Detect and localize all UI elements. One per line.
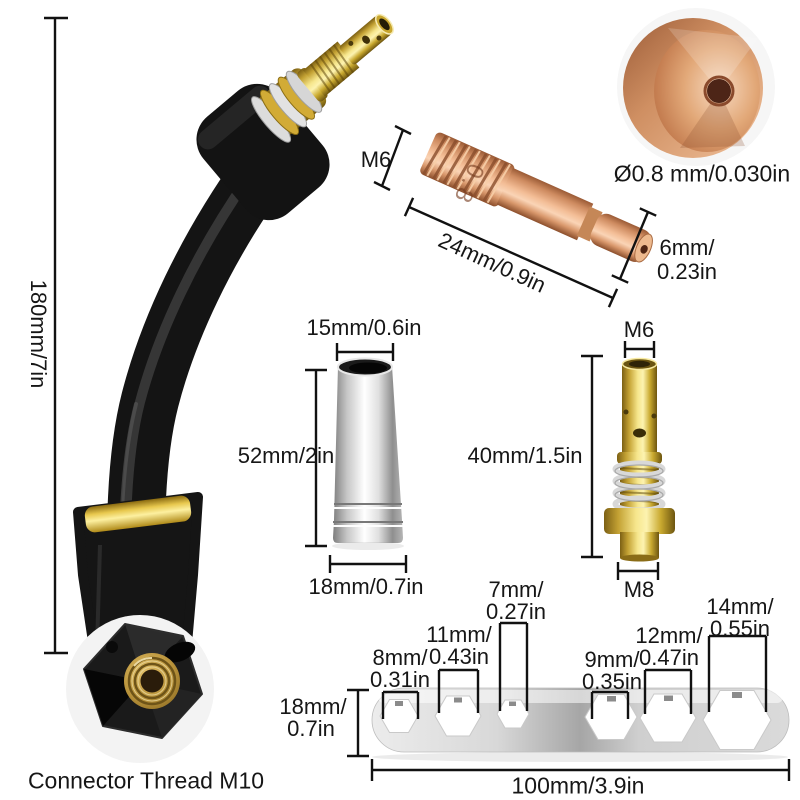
connector-closeup bbox=[66, 615, 214, 763]
thread-label-m6-diffuser: M6 bbox=[623, 317, 655, 342]
dim-label-hole5-2: 0.47in bbox=[639, 645, 699, 670]
dim-label-nozzle-length: 52mm/2in bbox=[237, 443, 335, 468]
thread-label-m8-diffuser: M8 bbox=[623, 577, 655, 602]
dim-label-hole1-2: 0.31in bbox=[370, 667, 430, 692]
dim-label-hole2-1: 11mm/ bbox=[426, 622, 492, 647]
wrench-hex-holes bbox=[379, 690, 772, 750]
dim-label-hole4-1: 9mm/ bbox=[584, 647, 640, 672]
dim-label-wrench-height-1: 18mm/ bbox=[279, 694, 347, 719]
dim-label-diffuser-length: 40mm/1.5in bbox=[467, 443, 583, 468]
dim-label-tip-dia-1: 6mm/ bbox=[659, 235, 715, 260]
dim-label-hole5-1: 12mm/ bbox=[635, 623, 703, 648]
dim-label-nozzle-bottom: 18mm/0.7in bbox=[308, 574, 424, 599]
dim-label-nozzle-top: 15mm/0.6in bbox=[306, 315, 422, 340]
dim-label-tip-bore: Ø0.8 mm/0.030in bbox=[613, 160, 791, 187]
dim-label-hole4-2: 0.35in bbox=[582, 669, 642, 694]
thread-label-m6-tip: M6 bbox=[360, 147, 392, 172]
nozzle-illustration bbox=[332, 357, 404, 550]
dim-label-hole3-2: 0.27in bbox=[486, 599, 546, 624]
diffuser-illustration bbox=[604, 357, 675, 562]
dim-label-hole1-1: 8mm/ bbox=[372, 645, 428, 670]
connector-thread-label: Connector Thread M10 bbox=[27, 767, 265, 794]
dim-label-wrench-height-2: 0.7in bbox=[287, 716, 335, 741]
dim-label-neck-length: 180mm/7in bbox=[26, 279, 51, 389]
dim-label-hole3-1: 7mm/ bbox=[488, 577, 544, 602]
dim-label-hole6-2: 0.55in bbox=[710, 616, 770, 641]
dim-label-wrench-length: 100mm/3.9in bbox=[511, 772, 645, 799]
dim-label-tip-dia-2: 0.23in bbox=[657, 259, 717, 284]
contact-tip-illustration bbox=[420, 132, 653, 263]
dim-label-hole6-1: 14mm/ bbox=[706, 594, 774, 619]
dim-label-hole2-2: 0.43in bbox=[429, 644, 489, 669]
tip-face-closeup bbox=[617, 8, 775, 166]
wrench-illustration bbox=[371, 687, 790, 762]
dimension-lines bbox=[44, 16, 791, 781]
torch-tip-assembly bbox=[251, 13, 394, 143]
